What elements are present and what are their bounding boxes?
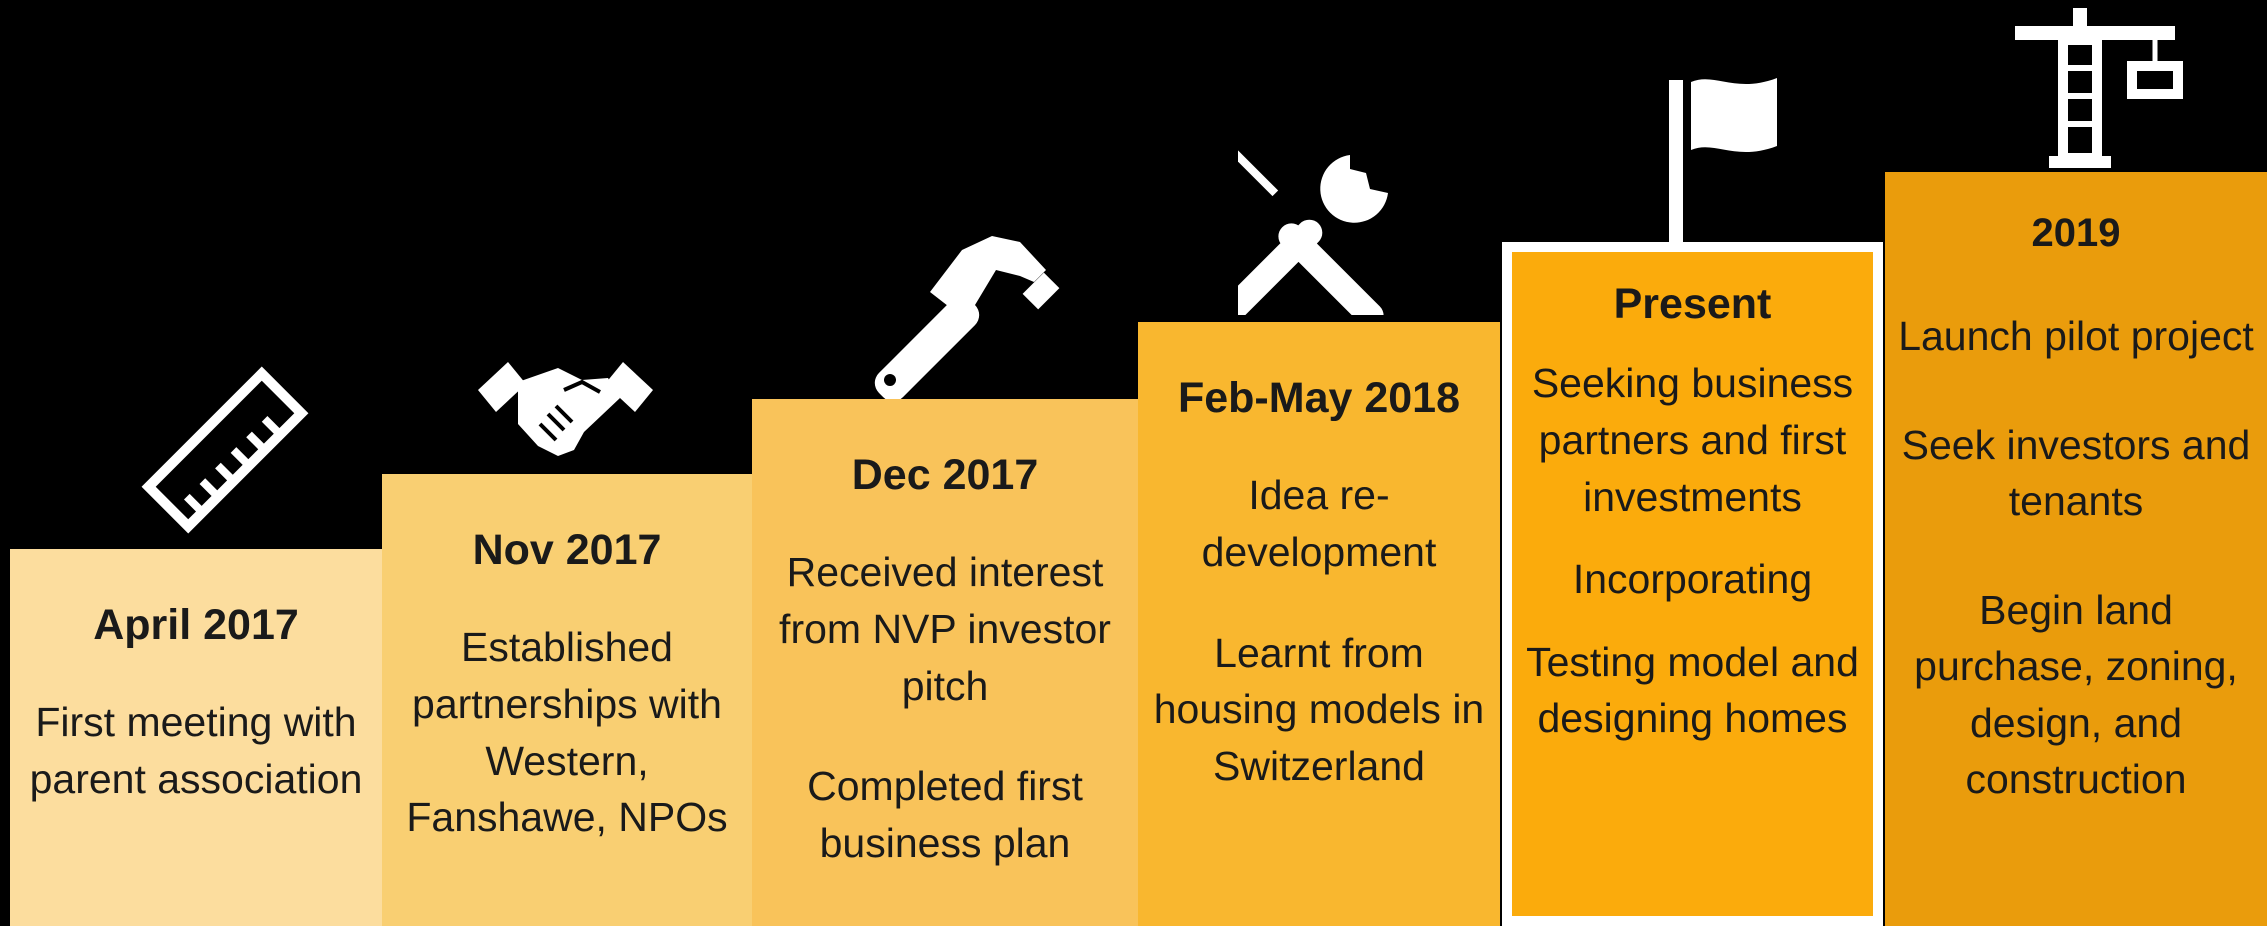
step-item: Completed first business plan	[807, 763, 1083, 866]
flag-icon	[1665, 72, 1785, 242]
tools-icon	[1238, 145, 1413, 315]
step-item: Seeking business partners and first inve…	[1531, 360, 1854, 520]
hammer-icon	[870, 230, 1060, 400]
step-title: Dec 2017	[851, 451, 1039, 499]
step-feb-may-2018: Feb-May 2018 Idea re-development Learnt …	[1138, 322, 1500, 926]
step-title: Feb-May 2018	[1177, 374, 1461, 422]
step-item: Established partnerships with Western, F…	[406, 624, 728, 841]
step-title: Present	[1613, 280, 1772, 328]
step-item: First meeting with parent association	[29, 699, 363, 803]
handshake-icon	[478, 350, 653, 465]
step-item: Seek investors and tenants	[1901, 421, 2251, 525]
step-item: Idea re-development	[1201, 472, 1437, 576]
step-item: Learnt from housing models in Switzerlan…	[1153, 629, 1485, 789]
step-title: April 2017	[93, 601, 299, 649]
step-item: Received interest from NVP investor pitc…	[779, 549, 1111, 709]
step-2019: 2019 Launch pilot project Seek investors…	[1885, 172, 2267, 926]
step-item: Testing model and designing homes	[1526, 638, 1859, 742]
step-dec-2017: Dec 2017 Received interest from NVP inve…	[752, 399, 1138, 926]
ruler-icon	[135, 360, 315, 540]
step-item: Incorporating	[1572, 556, 1813, 603]
step-item: Begin land purchase, zoning, design, and…	[1914, 586, 2238, 803]
step-title: 2019	[2031, 211, 2121, 255]
step-present: Present Seeking business partners and fi…	[1502, 242, 1883, 926]
step-item: Launch pilot project	[1898, 313, 2254, 359]
step-nov-2017: Nov 2017 Established partnerships with W…	[382, 474, 752, 926]
step-april-2017: April 2017 First meeting with parent ass…	[10, 549, 382, 926]
crane-icon	[2015, 8, 2185, 168]
step-title: Nov 2017	[472, 526, 662, 574]
